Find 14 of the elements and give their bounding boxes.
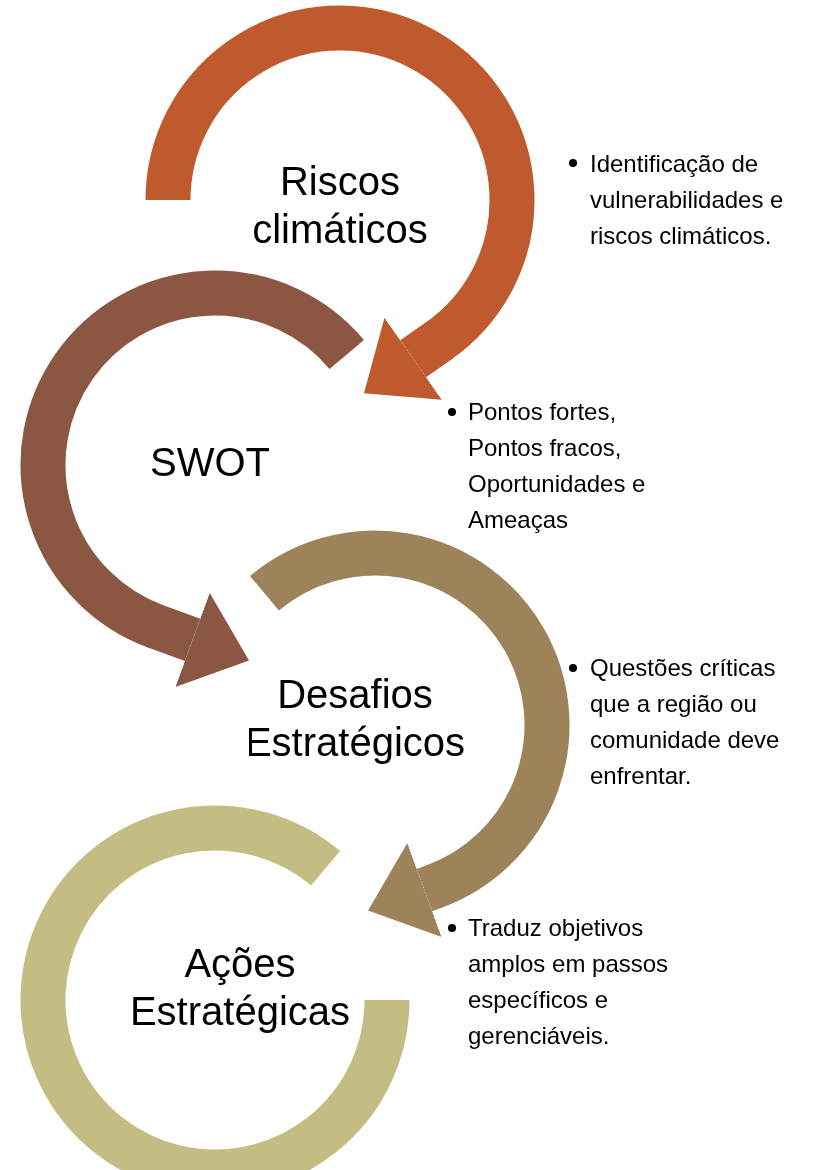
note-text: Questões críticas que a região ou comunidade deve enfrentar. [590, 653, 781, 791]
stage-title: Ações Estratégicas [128, 940, 352, 1035]
stage-title: SWOT [149, 439, 271, 486]
arc-band [20, 270, 364, 648]
arrow [368, 843, 444, 938]
note-text: Traduz objetivos amplos em passos específicos e gerenciáveis. [468, 913, 670, 1051]
note-text: Identificação de vulnerabilidades e riscos climáticos. [590, 149, 785, 251]
stage-title: Desafios Estratégicos [249, 671, 467, 766]
arrow [364, 317, 454, 400]
arc-band [145, 5, 535, 360]
stage-title: Riscos climáticos [251, 158, 429, 253]
arrow [146, 592, 249, 687]
arc-band [20, 805, 410, 1170]
note-text: Pontos fortes, Pontos fracos, Oportunidades e Ameaças [468, 397, 647, 535]
